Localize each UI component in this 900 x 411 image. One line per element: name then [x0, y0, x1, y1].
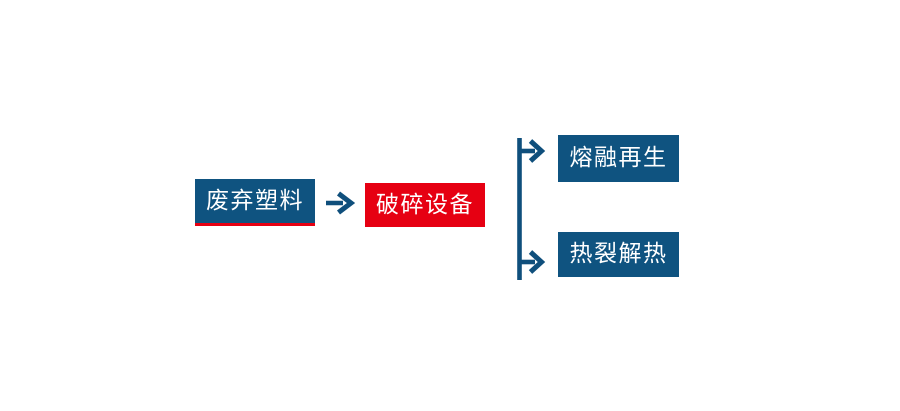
node-crushing-equipment-label: 破碎设备: [376, 190, 474, 217]
node-crushing-equipment: 破碎设备: [365, 183, 485, 227]
node-pyrolysis: 热裂解热: [558, 232, 679, 277]
arrow-right-icon: [326, 191, 355, 215]
branch-arrow-bottom-icon: [519, 250, 546, 274]
node-waste-plastic-label: 废弃塑料: [206, 186, 304, 213]
node-melt-regeneration-label: 熔融再生: [569, 144, 668, 170]
branch-connector: [517, 138, 546, 280]
node-waste-plastic: 废弃塑料: [195, 179, 315, 226]
node-pyrolysis-label: 热裂解热: [569, 240, 668, 266]
node-melt-regeneration: 熔融再生: [558, 135, 679, 182]
branch-arrow-top-icon: [519, 139, 546, 163]
